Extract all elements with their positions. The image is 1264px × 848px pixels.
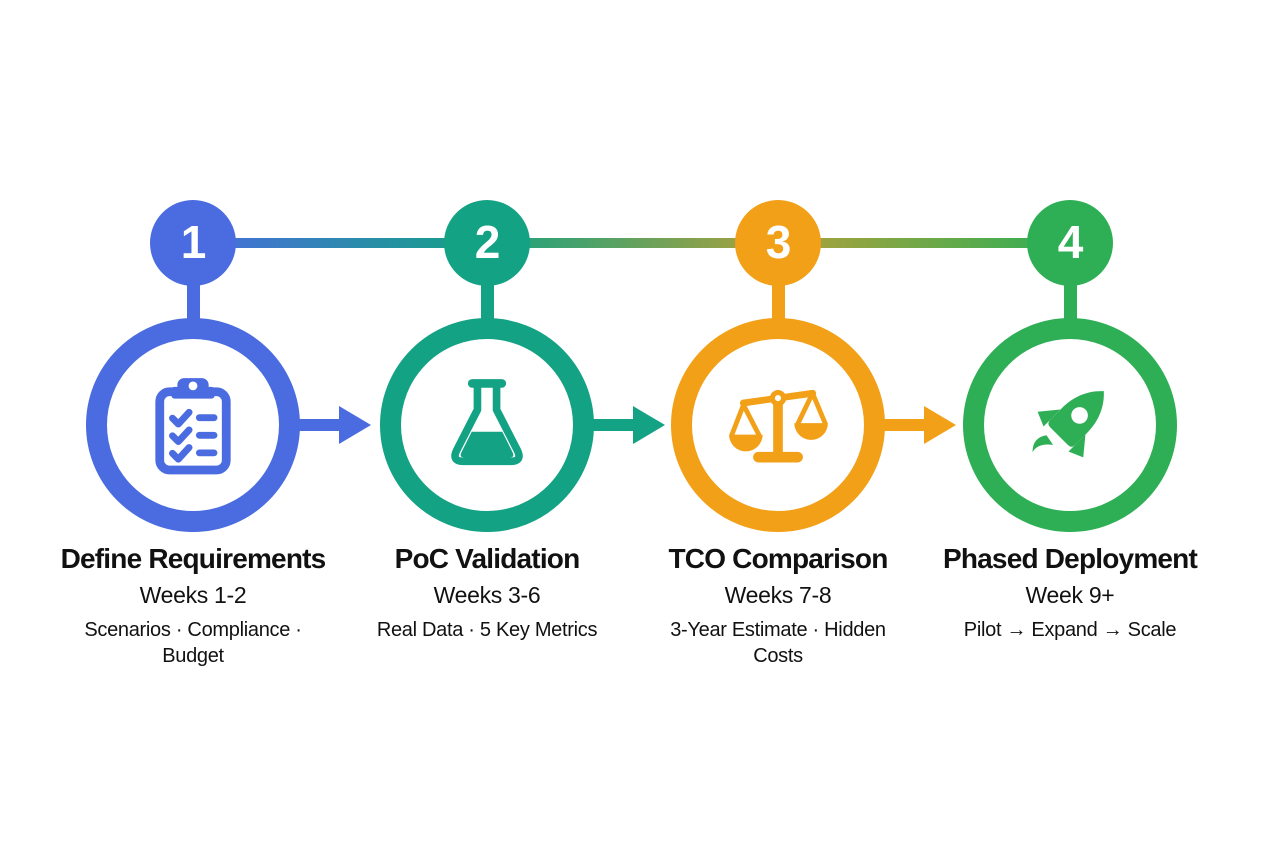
arrow-right-icon: [297, 406, 371, 444]
timeline-connector: [193, 238, 1070, 248]
rocket-icon: [1032, 391, 1104, 458]
step-number: 2: [474, 215, 501, 268]
step-duration: Weeks 1-2: [139, 582, 247, 609]
step-connector-stem: [1063, 278, 1077, 330]
flask-icon: [451, 379, 523, 466]
step-icon-circle: [380, 318, 594, 532]
step-duration: Week 9+: [1025, 582, 1115, 609]
balance-scale-icon: [729, 389, 828, 463]
step-details: 3-Year Estimate · Hidden Costs: [670, 618, 886, 668]
step-number: 3: [765, 215, 792, 268]
step-text: Define Requirements Weeks 1-2 Scenarios …: [47, 543, 339, 669]
step-details: Pilot → Expand → Scale: [963, 618, 1177, 641]
step-poc-validation: 2 PoC Validation Weeks 3-6 Real Data · 5…: [341, 0, 665, 848]
step-title: Phased Deployment: [942, 543, 1198, 574]
step-icon-circle: [671, 318, 885, 532]
step-number-badge: 3: [735, 200, 821, 286]
step-number: 1: [180, 215, 207, 268]
step-text: TCO Comparison Weeks 7-8 3-Year Estimate…: [632, 543, 924, 669]
step-define-requirements: 1 Define Requirements Weeks 1-2 Sc: [47, 0, 371, 848]
step-number-badge: 2: [444, 200, 530, 286]
step-title: Define Requirements: [60, 543, 327, 574]
step-icon-circle: [86, 318, 300, 532]
step-number-badge: 4: [1027, 200, 1113, 286]
step-tco-comparison: 3 TCO Comparison Weeks 7-8: [632, 0, 956, 848]
step-details: Real Data · 5 Key Metrics: [376, 618, 598, 641]
step-text: PoC Validation Weeks 3-6 Real Data · 5 K…: [341, 543, 633, 643]
step-duration: Weeks 7-8: [724, 582, 832, 609]
step-title: PoC Validation: [394, 543, 581, 574]
arrow-right-icon: [591, 406, 665, 444]
step-connector-stem: [186, 278, 200, 330]
step-number: 4: [1057, 215, 1084, 268]
step-duration: Weeks 3-6: [433, 582, 541, 609]
step-connector-stem: [480, 278, 494, 330]
step-phased-deployment: 4 Phased Deployment Week 9+ Pilot → Expa…: [924, 0, 1216, 848]
arrow-right-icon: [882, 406, 956, 444]
checklist-clipboard-icon: [155, 378, 231, 475]
step-icon-circle: [963, 318, 1177, 532]
step-details: Scenarios · Compliance · Budget: [84, 618, 302, 668]
step-connector-stem: [771, 278, 785, 330]
step-text: Phased Deployment Week 9+ Pilot → Expand…: [924, 543, 1216, 643]
step-title: TCO Comparison: [668, 543, 888, 574]
step-number-badge: 1: [150, 200, 236, 286]
